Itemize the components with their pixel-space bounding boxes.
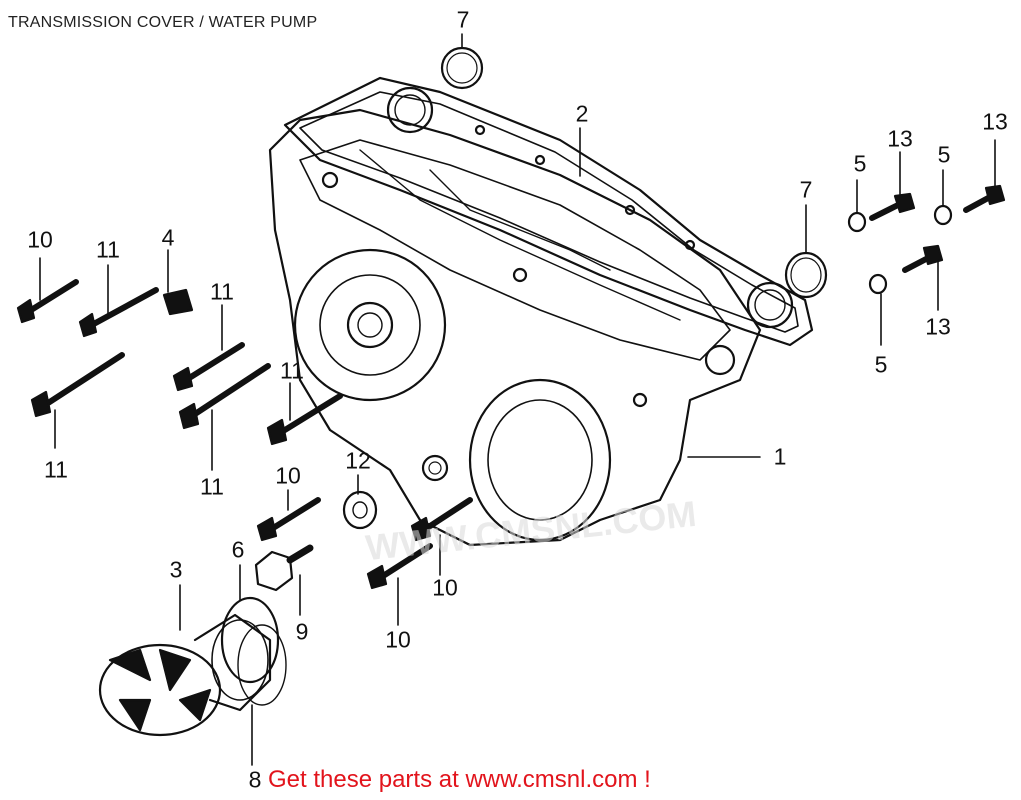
bolt-part-10-and-11	[16, 279, 473, 590]
o-ring-part-8	[237, 624, 287, 706]
callout-12: 12	[345, 447, 371, 474]
callout-5: 5	[853, 150, 867, 177]
diagram-title: TRANSMISSION COVER / WATER PUMP	[8, 14, 318, 31]
bolt-part-13	[869, 184, 1006, 273]
leader-lines	[39, 33, 996, 766]
callout-10: 10	[432, 574, 458, 601]
callout-11: 11	[96, 236, 120, 263]
callout-7: 7	[799, 176, 813, 203]
callout-10: 10	[27, 226, 53, 253]
water-pump-part-3	[98, 613, 272, 737]
drain-plug-part-9	[254, 544, 314, 592]
callout-2: 2	[575, 100, 589, 127]
transmission-cover-part-1	[268, 108, 762, 547]
o-ring-part-7	[440, 46, 828, 299]
callout-11: 11	[200, 473, 224, 500]
callout-11: 11	[44, 456, 68, 483]
callout-13: 13	[925, 313, 951, 340]
callout-5: 5	[874, 351, 888, 378]
bracket-part-4	[162, 288, 194, 316]
callout-10: 10	[385, 626, 411, 653]
washer-part-5	[847, 204, 953, 295]
callout-10: 10	[275, 462, 301, 489]
callout-1: 1	[773, 443, 787, 470]
callout-7: 7	[456, 6, 470, 33]
callout-13: 13	[887, 125, 913, 152]
callout-3: 3	[169, 556, 183, 583]
callout-4: 4	[161, 224, 175, 251]
washer-part-12	[342, 490, 378, 530]
callout-11: 11	[210, 278, 234, 305]
callout-9: 9	[295, 618, 309, 645]
callout-5: 5	[937, 141, 951, 168]
gasket-part-6	[220, 596, 280, 684]
callout-6: 6	[231, 536, 245, 563]
callout-8: 8	[248, 766, 262, 793]
footer-shop-link[interactable]: Get these parts at www.cmsnl.com !	[268, 766, 651, 793]
callout-13: 13	[982, 108, 1008, 135]
callout-11: 11	[280, 357, 304, 384]
